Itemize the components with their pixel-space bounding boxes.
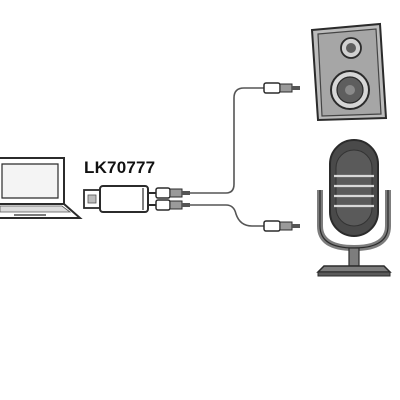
product-label: LK70777 [84,158,156,177]
usb-adapter-icon [83,185,149,213]
microphone-icon [316,139,392,277]
device-cables [190,87,264,227]
microphone-jack-plug [263,220,300,232]
adapter-cables [148,192,156,206]
laptop-icon [0,157,83,219]
adapter-jack-plugs [155,187,190,211]
speaker-jack-plug [263,82,300,94]
speaker-icon [310,22,388,122]
